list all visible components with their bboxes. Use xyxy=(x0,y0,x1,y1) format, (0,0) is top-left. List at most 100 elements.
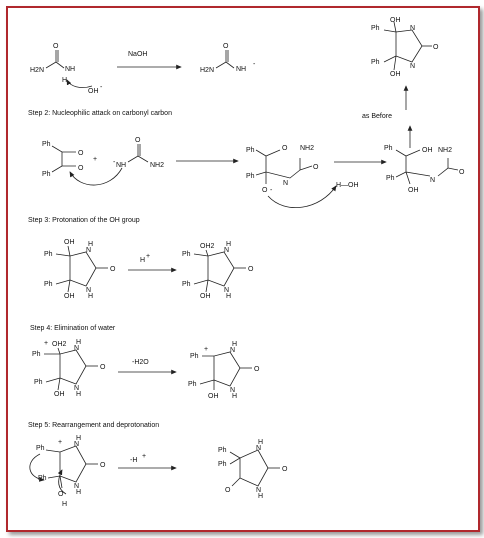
svg-text:H: H xyxy=(76,489,81,496)
svg-text:+: + xyxy=(58,439,62,446)
svg-text:Ph: Ph xyxy=(182,251,191,258)
svg-text:O: O xyxy=(282,145,288,152)
step5-title: Step 5: Rearrangement and deprotonation xyxy=(28,422,159,429)
svg-text:+: + xyxy=(44,340,48,347)
svg-text:NH: NH xyxy=(116,162,126,169)
tetrahedral-intermediate: Ph Ph O O - N NH2 O xyxy=(246,145,319,194)
proton-transfer-arrow xyxy=(267,185,337,208)
svg-text:Ph: Ph xyxy=(218,461,227,468)
h-label: H xyxy=(62,77,67,84)
svg-text:Ph: Ph xyxy=(32,351,41,358)
svg-text:O: O xyxy=(100,364,106,371)
svg-text:O: O xyxy=(433,44,439,51)
svg-text:Ph: Ph xyxy=(42,171,51,178)
svg-text:Ph: Ph xyxy=(44,281,53,288)
svg-text:NH: NH xyxy=(236,66,246,73)
svg-text:Ph: Ph xyxy=(371,25,380,32)
svg-text:O: O xyxy=(58,491,64,498)
svg-text:OH2: OH2 xyxy=(52,341,67,348)
svg-text:N: N xyxy=(74,441,79,448)
step4-title: Step 4: Elimination of water xyxy=(30,325,116,332)
svg-text:N: N xyxy=(74,385,79,392)
svg-text:Ph: Ph xyxy=(190,353,199,360)
svg-text:O: O xyxy=(248,266,254,273)
svg-text:Ph: Ph xyxy=(246,147,255,154)
svg-text:OH: OH xyxy=(64,239,75,246)
svg-text:O: O xyxy=(225,487,231,494)
svg-text:O: O xyxy=(262,187,268,194)
svg-text:H: H xyxy=(76,435,81,442)
figure-frame xyxy=(6,6,480,532)
svg-text:NH2: NH2 xyxy=(438,147,452,154)
h2n-label: H2N xyxy=(30,67,44,74)
svg-text:O: O xyxy=(135,137,141,144)
benzil: Ph Ph O O xyxy=(42,141,123,186)
svg-text:Ph: Ph xyxy=(182,281,191,288)
svg-text:Ph: Ph xyxy=(34,379,43,386)
svg-text:Ph: Ph xyxy=(246,173,255,180)
step1-urea: H2N O NH H OH - xyxy=(30,43,103,95)
svg-text:H: H xyxy=(232,341,237,348)
naoh-label: NaOH xyxy=(128,51,147,58)
svg-text:N: N xyxy=(230,347,235,354)
protonated-diol: Ph Ph OH2 OH N H N H O xyxy=(182,241,254,300)
svg-text:NH2: NH2 xyxy=(150,162,164,169)
svg-text:H: H xyxy=(76,339,81,346)
h-plus-label: H xyxy=(140,257,145,264)
svg-text:Ph: Ph xyxy=(371,59,380,66)
svg-text:OH: OH xyxy=(200,293,211,300)
urea-anion: NH - O NH2 xyxy=(113,137,164,169)
svg-text:OH: OH xyxy=(54,391,65,398)
svg-text:+: + xyxy=(204,346,208,353)
svg-text:H: H xyxy=(226,241,231,248)
final-hydantoin-top: Ph Ph OH OH N N O xyxy=(371,17,439,78)
svg-text:-: - xyxy=(270,187,273,194)
as-before-label: as Before xyxy=(362,113,392,120)
step1-product: H2N O NH - xyxy=(200,43,256,74)
water-label: H—OH xyxy=(336,182,359,189)
svg-text:OH: OH xyxy=(390,17,401,24)
svg-text:O: O xyxy=(223,43,229,50)
svg-text:OH: OH xyxy=(64,293,75,300)
svg-text:Ph: Ph xyxy=(218,447,227,454)
svg-text:N: N xyxy=(410,63,415,70)
svg-text:N: N xyxy=(74,483,79,490)
o-label: O xyxy=(53,43,59,50)
svg-text:Ph: Ph xyxy=(36,445,45,452)
svg-text:H: H xyxy=(62,501,67,508)
svg-text:H: H xyxy=(76,391,81,398)
carbocation-intermediate: Ph + Ph OH N H N H O xyxy=(188,341,260,400)
svg-text:N: N xyxy=(256,487,261,494)
svg-text:N: N xyxy=(74,345,79,352)
svg-text:O: O xyxy=(110,266,116,273)
svg-text:OH: OH xyxy=(390,71,401,78)
diol-hydantoin: Ph Ph OH OH N H N H O xyxy=(44,239,116,300)
svg-text:O: O xyxy=(254,366,260,373)
curly-arrow xyxy=(66,79,93,88)
nh-label: NH xyxy=(65,66,75,73)
svg-text:+: + xyxy=(142,453,146,460)
svg-text:O: O xyxy=(459,169,465,176)
svg-text:O: O xyxy=(100,462,106,469)
minus-h-label: -H xyxy=(130,457,137,464)
svg-text:N: N xyxy=(224,287,229,294)
svg-text:N: N xyxy=(430,177,435,184)
svg-text:Ph: Ph xyxy=(42,141,51,148)
svg-text:O: O xyxy=(313,164,319,171)
svg-text:Ph: Ph xyxy=(386,175,395,182)
svg-text:H: H xyxy=(232,393,237,400)
svg-text:Ph: Ph xyxy=(384,145,393,152)
svg-text:+: + xyxy=(93,156,97,163)
svg-text:O: O xyxy=(78,165,84,172)
oxonium-intermediate: + OH2 Ph Ph OH N H N H O xyxy=(32,339,106,398)
svg-text:H: H xyxy=(226,293,231,300)
svg-text:NH2: NH2 xyxy=(300,145,314,152)
svg-text:H: H xyxy=(258,493,263,500)
svg-text:OH: OH xyxy=(422,147,433,154)
svg-text:-: - xyxy=(253,61,256,68)
svg-text:N: N xyxy=(86,247,91,254)
minus-water-label: -H2O xyxy=(132,359,149,366)
svg-text:+: + xyxy=(146,253,150,260)
svg-text:H2N: H2N xyxy=(200,67,214,74)
